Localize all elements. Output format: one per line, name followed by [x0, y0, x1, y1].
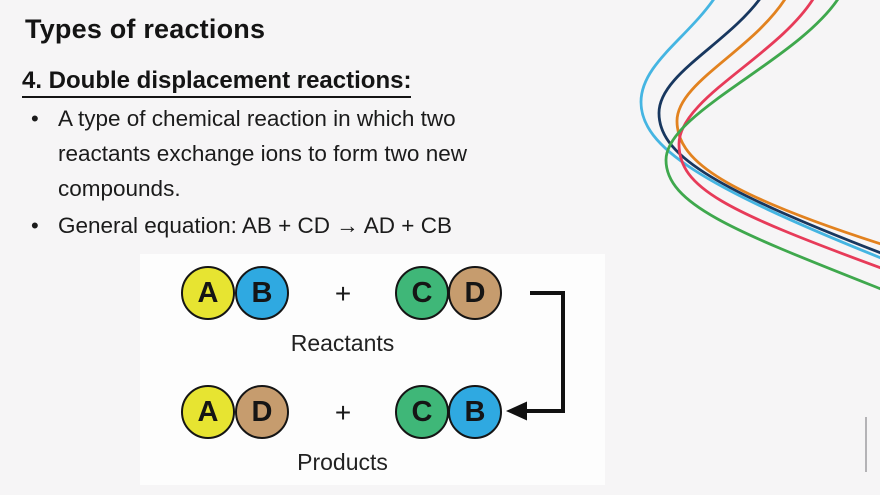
plus-sign: +: [334, 278, 352, 309]
bullet-item-definition: A type of chemical reaction in which two…: [31, 101, 536, 206]
section-heading: 4. Double displacement reactions:: [22, 67, 412, 98]
bullet-list: A type of chemical reaction in which two…: [31, 101, 536, 243]
reactants-label: Reactants: [290, 330, 395, 356]
bullet-text: A type of chemical reaction in which two…: [58, 106, 467, 201]
atom-circle: B: [448, 385, 502, 439]
atom-circle: D: [235, 385, 289, 439]
slide-edge-line: [865, 417, 867, 472]
reaction-diagram: A B + C D Reactants A D + C B Products: [140, 254, 605, 485]
atom-circle: B: [235, 266, 289, 320]
atom-circle: C: [395, 266, 449, 320]
atom-circle: C: [395, 385, 449, 439]
atom-circle: A: [181, 385, 235, 439]
bullet-item-equation: General equation: AB + CD → AD + CB: [31, 208, 536, 243]
bullet-text: General equation: AB + CD → AD + CB: [58, 213, 452, 238]
slide-title: Types of reactions: [25, 14, 266, 44]
atom-circle: D: [448, 266, 502, 320]
products-label: Products: [297, 449, 388, 475]
plus-sign: +: [334, 397, 352, 428]
atom-circle: A: [181, 266, 235, 320]
